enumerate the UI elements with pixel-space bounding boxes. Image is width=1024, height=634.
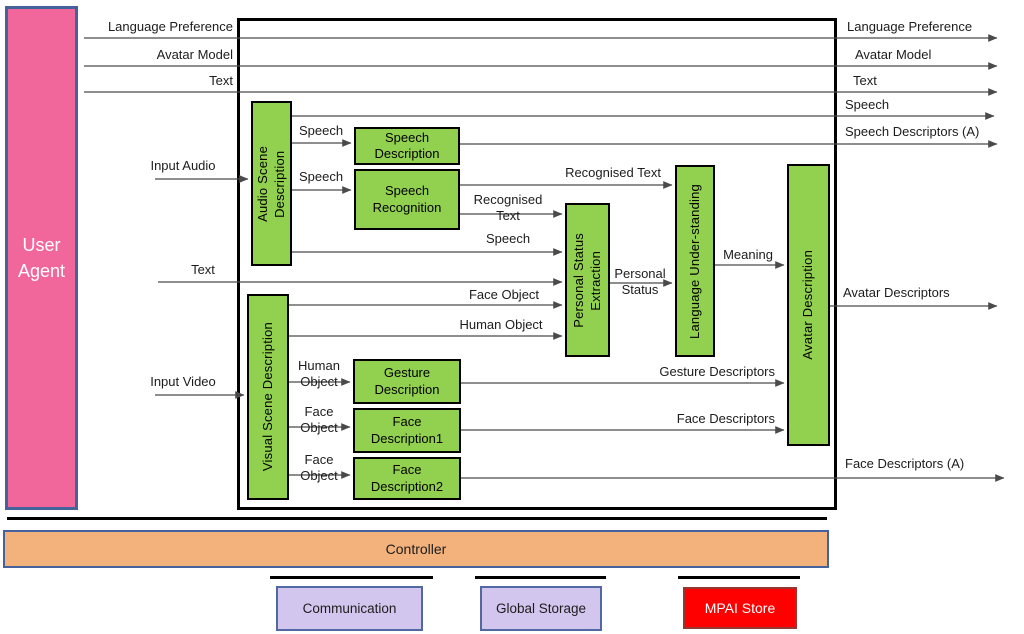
label-text-out: Text (853, 73, 877, 88)
label-text-in: Text (209, 73, 233, 88)
label-speech-out: Speech (845, 97, 890, 112)
controller-label: Controller (385, 541, 447, 557)
user-agent-block: User Agent (5, 6, 78, 510)
label-avatar-descriptors: Avatar Descriptors (843, 285, 950, 300)
module-visual-scene-description: Visual Scene Description (247, 294, 289, 500)
global-storage-label: Global Storage (495, 601, 587, 616)
global-storage-block: Global Storage (480, 586, 602, 631)
module-label: Visual Scene Description (259, 322, 275, 472)
controller-block: Controller (3, 530, 829, 568)
label-speech-descriptors-a: Speech Descriptors (A) (845, 124, 980, 139)
module-personal-status-extraction: Personal Status Extraction (565, 203, 610, 357)
module-audio-scene-description: Audio Scene Description (251, 101, 292, 266)
module-avatar-description: Avatar Description (787, 164, 830, 446)
label-language-preference-in: Language Preference (107, 19, 233, 34)
module-label: Face Description2 (370, 462, 444, 494)
label-speech-to-speech-recognition: Speech (298, 169, 344, 184)
label-meaning: Meaning (723, 247, 773, 262)
module-label: Speech Recognition (372, 183, 442, 215)
communication-block: Communication (276, 586, 423, 631)
aiw-boundary-box (237, 18, 837, 510)
label-face-object-to-pse: Face Object (468, 287, 540, 302)
label-input-video: Input Video (150, 374, 216, 389)
label-human-object-to-gesture: Human Object (298, 358, 340, 389)
communication-connector-bar (270, 576, 433, 579)
label-recognised-text-to-lu: Recognised Text (565, 165, 661, 180)
module-face-description1: Face Description1 (353, 408, 461, 453)
label-avatar-model-out: Avatar Model (855, 47, 932, 62)
label-face-object-to-fd1: Face Object (300, 404, 338, 435)
global-storage-connector-bar (475, 576, 606, 579)
mpai-store-label: MPAI Store (704, 600, 776, 616)
module-label: Language Under-standing (686, 183, 702, 339)
module-label: Gesture Description (374, 365, 440, 397)
label-speech-to-speech-description: Speech (298, 123, 344, 138)
controller-separator-line (7, 517, 827, 520)
label-gesture-descriptors: Gesture Descriptors (659, 364, 775, 379)
communication-label: Communication (302, 601, 397, 616)
label-face-descriptors: Face Descriptors (676, 411, 775, 426)
label-personal-status: Personal Status (614, 266, 666, 297)
label-input-audio: Input Audio (150, 158, 216, 173)
module-speech-description: Speech Description (354, 127, 460, 165)
label-face-descriptors-a: Face Descriptors (A) (845, 456, 965, 471)
module-language-understanding: Language Under-standing (675, 165, 715, 357)
label-speech-to-pse: Speech (485, 231, 531, 246)
label-language-preference-out: Language Preference (847, 19, 973, 34)
module-face-description2: Face Description2 (353, 457, 461, 500)
user-agent-label: User Agent (17, 234, 66, 281)
label-text-mid: Text (191, 262, 215, 277)
module-label: Speech Description (374, 129, 440, 161)
mpai-store-block: MPAI Store (683, 587, 797, 629)
label-human-object-to-pse: Human Object (459, 317, 543, 332)
module-label: Audio Scene Description (254, 145, 287, 222)
module-label: Face Description1 (370, 414, 444, 446)
module-label: Personal Status Extraction (570, 232, 603, 328)
module-speech-recognition: Speech Recognition (354, 169, 460, 230)
module-label: Avatar Description (800, 250, 816, 360)
label-avatar-model-in: Avatar Model (156, 47, 233, 62)
mpai-store-connector-bar (678, 576, 800, 579)
label-face-object-to-fd2: Face Object (300, 452, 338, 483)
label-recognised-text-to-pse: Recognised Text (473, 192, 543, 223)
module-gesture-description: Gesture Description (353, 359, 461, 404)
